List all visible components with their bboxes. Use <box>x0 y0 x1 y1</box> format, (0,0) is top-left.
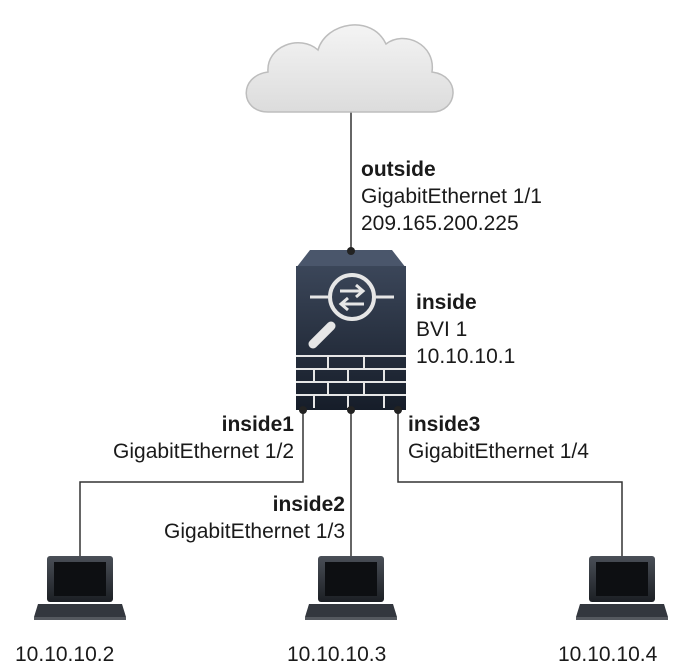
firewall-icon <box>296 250 406 410</box>
host-ip-3: 10.10.10.4 <box>558 643 658 666</box>
laptop-icon <box>576 556 668 620</box>
inside3-interface: GigabitEthernet 1/4 <box>408 440 589 463</box>
inside1-name: inside1 <box>221 413 294 436</box>
port-dot-inside3 <box>394 406 402 414</box>
port-dot-outside <box>347 247 355 255</box>
port-dot-inside2 <box>347 406 355 414</box>
outside-name: outside <box>361 158 436 181</box>
outside-interface: GigabitEthernet 1/1 <box>361 185 542 208</box>
cloud-icon <box>245 24 454 113</box>
bvi-ip: 10.10.10.1 <box>416 345 516 368</box>
link-inside1 <box>79 410 304 556</box>
laptop-icon <box>305 556 397 620</box>
bvi-name: inside <box>416 291 477 314</box>
connection-lines <box>79 112 623 556</box>
bvi-interface: BVI 1 <box>416 318 468 341</box>
inside3-name: inside3 <box>408 413 481 436</box>
link-inside3 <box>397 410 623 556</box>
inside2-interface: GigabitEthernet 1/3 <box>164 520 345 543</box>
inside3-label: inside3 GigabitEthernet 1/4 <box>408 411 589 465</box>
host-ip-1: 10.10.10.2 <box>15 643 115 666</box>
outside-ip: 209.165.200.225 <box>361 212 519 235</box>
inside2-name: inside2 <box>272 493 345 516</box>
inside2-label: inside2 GigabitEthernet 1/3 <box>164 491 345 545</box>
port-dot-inside1 <box>299 406 307 414</box>
port-dots <box>299 247 402 414</box>
inside1-interface: GigabitEthernet 1/2 <box>113 440 294 463</box>
inside1-label: inside1 GigabitEthernet 1/2 <box>113 411 294 465</box>
bvi-label: inside BVI 1 10.10.10.1 <box>416 289 515 370</box>
laptop-icon <box>34 556 126 620</box>
host-ip-2: 10.10.10.3 <box>287 643 387 666</box>
outside-label: outside GigabitEthernet 1/1 209.165.200.… <box>361 156 542 237</box>
